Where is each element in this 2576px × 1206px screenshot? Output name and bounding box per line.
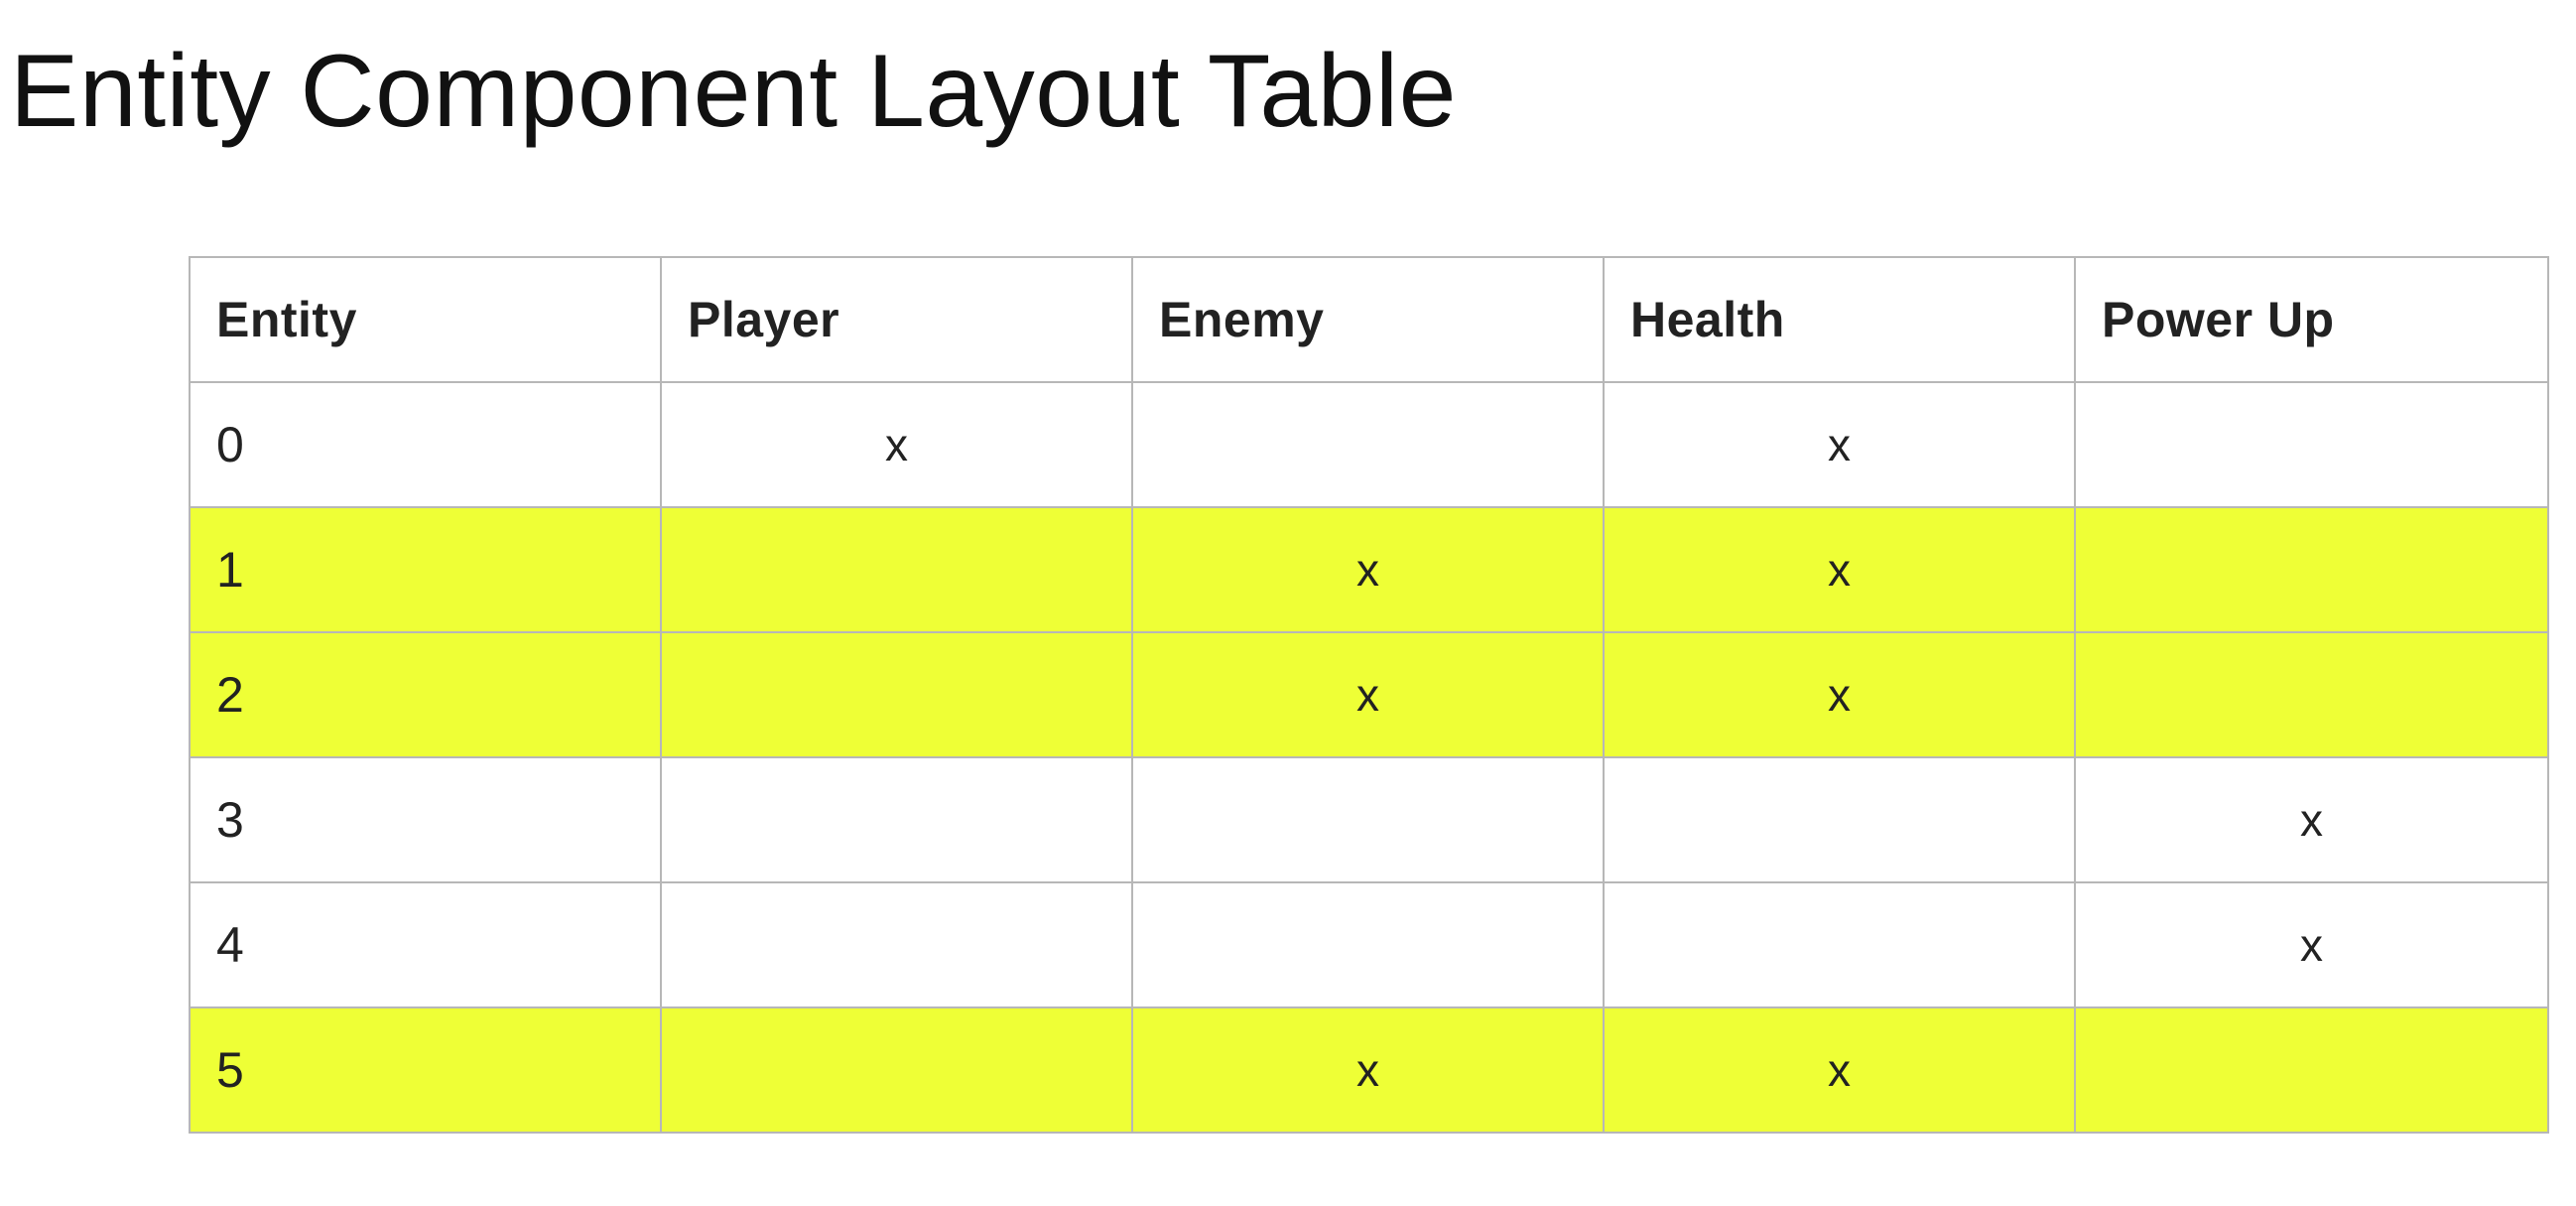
enemy-cell: x (1131, 506, 1605, 633)
page-title: Entity Component Layout Table (10, 34, 1457, 149)
player-cell (660, 1006, 1133, 1134)
entity-id-cell: 0 (189, 381, 662, 508)
table-header: Entity Player Enemy Health Power Up (189, 256, 2549, 383)
power-up-cell (2074, 1006, 2549, 1134)
health-cell: x (1603, 1006, 2076, 1134)
header-enemy: Enemy (1131, 256, 1605, 383)
player-cell (660, 631, 1133, 758)
enemy-cell: x (1131, 631, 1605, 758)
player-cell (660, 881, 1133, 1008)
enemy-cell (1131, 756, 1605, 883)
health-cell: x (1603, 381, 2076, 508)
enemy-cell (1131, 881, 1605, 1008)
health-cell (1603, 756, 2076, 883)
power-up-cell: x (2074, 756, 2549, 883)
power-up-cell (2074, 631, 2549, 758)
player-cell: x (660, 381, 1133, 508)
player-cell (660, 756, 1133, 883)
health-cell: x (1603, 506, 2076, 633)
entity-id-cell: 1 (189, 506, 662, 633)
entity-id-cell: 5 (189, 1006, 662, 1134)
header-entity: Entity (189, 256, 662, 383)
power-up-cell (2074, 381, 2549, 508)
health-cell (1603, 881, 2076, 1008)
header-power-up: Power Up (2074, 256, 2549, 383)
header-health: Health (1603, 256, 2076, 383)
enemy-cell (1131, 381, 1605, 508)
player-cell (660, 506, 1133, 633)
power-up-cell (2074, 506, 2549, 633)
power-up-cell: x (2074, 881, 2549, 1008)
health-cell: x (1603, 631, 2076, 758)
entity-id-cell: 3 (189, 756, 662, 883)
entity-id-cell: 4 (189, 881, 662, 1008)
entity-id-cell: 2 (189, 631, 662, 758)
header-row: Entity Player Enemy Health Power Up (189, 256, 2549, 383)
enemy-cell: x (1131, 1006, 1605, 1134)
header-player: Player (660, 256, 1133, 383)
